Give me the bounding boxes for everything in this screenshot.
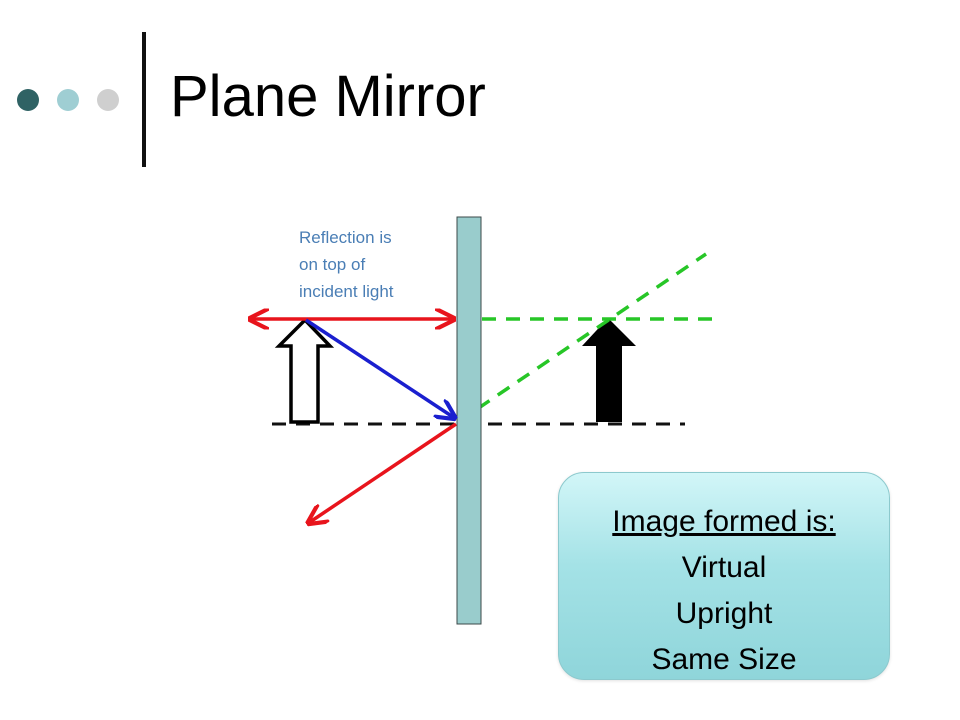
info-item-same-size: Same Size (651, 643, 797, 676)
reflected-ray-diagonal (310, 422, 457, 522)
bullet-dot-gray (97, 89, 119, 111)
image-arrow (582, 318, 636, 422)
annotation-line: incident light (299, 282, 394, 301)
bullet-dot-teal (57, 89, 79, 111)
object-arrow (274, 317, 335, 424)
incident-ray-diagonal (305, 318, 453, 417)
info-heading: Image formed is: (612, 505, 836, 538)
info-item-upright: Upright (675, 597, 773, 630)
virtual-ray-diagonal (457, 252, 707, 424)
annotation-line: on top of (299, 255, 366, 274)
image-properties-box: Image formed is: Virtual Upright Same Si… (558, 472, 890, 680)
bullet-dot-dark (17, 89, 39, 111)
reflection-annotation: Reflection is on top of incident light (299, 224, 449, 305)
title-divider (142, 32, 146, 167)
info-item-virtual: Virtual (681, 551, 767, 584)
mirror (456, 216, 482, 625)
annotation-line: Reflection is (299, 228, 392, 247)
slide-title: Plane Mirror (170, 64, 486, 129)
